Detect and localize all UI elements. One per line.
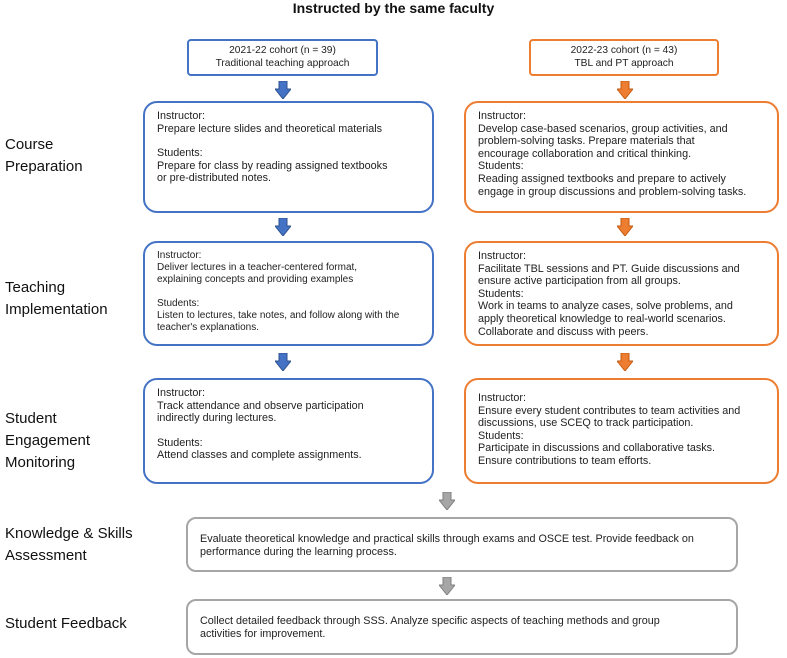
instructor-text: discussions, use SCEQ to track participa… (478, 417, 694, 430)
feedback-box: Collect detailed feedback through SSS. A… (186, 599, 738, 655)
students-text: Participate in discussions and collabora… (478, 442, 716, 455)
diagram-header: Instructed by the same faculty (292, 0, 495, 16)
students-text: or pre-distributed notes. (157, 172, 272, 185)
assessment-box: Evaluate theoretical knowledge and pract… (186, 517, 738, 572)
stage-label-student-engagement-monitoring: Student Engagement Monitoring (5, 408, 90, 474)
stage-label-line: Assessment (5, 547, 87, 564)
students-text: Reading assigned textbooks and prepare t… (478, 172, 726, 185)
students-text: Listen to lectures, take notes, and foll… (157, 310, 400, 321)
stage-label-course-preparation: Course Preparation (5, 134, 83, 178)
students-text: engage in group discussions and problem-… (478, 185, 747, 198)
stage-label-student-feedback: Student Feedback (5, 613, 127, 635)
instructor-text: problem-solving tasks. Prepare materials… (478, 135, 695, 148)
instructor-text: Develop case-based scenarios, group acti… (478, 122, 728, 135)
down-arrow-icon (617, 353, 633, 371)
down-arrow-icon (439, 577, 455, 595)
instructor-text: encourage collaboration and critical thi… (478, 147, 692, 160)
students-text: Collaborate and discuss with peers. (478, 325, 649, 338)
stage-label-line: Teaching (5, 279, 66, 296)
traditional-impl-box: Instructor: Deliver lectures in a teache… (143, 241, 434, 346)
students-text: Attend classes and complete assignments. (157, 449, 362, 462)
cohort-traditional-box: 2021-22 cohort (n = 39) Traditional teac… (187, 39, 378, 76)
instructor-heading: Instructor: (478, 110, 527, 122)
assessment-text: Evaluate theoretical knowledge and pract… (200, 533, 694, 545)
feedback-text: Collect detailed feedback through SSS. A… (200, 615, 660, 627)
instructor-text: indirectly during lectures. (157, 412, 277, 425)
stage-label-line: Implementation (5, 301, 108, 318)
down-arrow-icon (275, 353, 291, 371)
students-heading: Students: (157, 436, 203, 449)
feedback-text: activities for improvement. (200, 628, 326, 640)
instructor-heading: Instructor: (157, 110, 206, 122)
instructor-text: explaining concepts and providing exampl… (157, 274, 354, 285)
students-heading: Students: (157, 147, 203, 160)
instructor-text: Facilitate TBL sessions and PT. Guide di… (478, 262, 740, 275)
down-arrow-icon (275, 81, 291, 99)
cohort-tbl-line2: TBL and PT approach (574, 57, 674, 69)
traditional-prep-box: Instructor: Prepare lecture slides and t… (143, 101, 434, 213)
stage-label-line: Course (5, 136, 54, 153)
tbl-impl-box: Instructor: Facilitate TBL sessions and … (464, 241, 779, 346)
instructor-text: Deliver lectures in a teacher-centered f… (157, 262, 358, 273)
instructor-heading: Instructor: (478, 392, 527, 404)
assessment-text: performance during the learning process. (200, 546, 397, 558)
stage-label-line: Knowledge & Skills (5, 525, 133, 542)
tbl-prep-box: Instructor: Develop case-based scenarios… (464, 101, 779, 213)
stage-label-knowledge-skills-assessment: Knowledge & Skills Assessment (5, 523, 133, 567)
students-heading: Students: (478, 429, 524, 442)
cohort-traditional-line1: 2021-22 cohort (n = 39) (229, 45, 336, 56)
cohort-tbl-line1: 2022-23 cohort (n = 43) (570, 45, 678, 56)
traditional-monitor-box: Instructor: Track attendance and observe… (143, 378, 434, 484)
instructor-heading: Instructor: (157, 387, 206, 399)
cohort-tbl-box: 2022-23 cohort (n = 43) TBL and PT appro… (529, 39, 719, 76)
tbl-monitor-box: Instructor: Ensure every student contrib… (464, 378, 779, 484)
down-arrow-icon (439, 492, 455, 510)
instructor-text: Track attendance and observe participati… (157, 399, 364, 412)
instructor-text: Prepare lecture slides and theoretical m… (157, 122, 383, 135)
instructor-text: Ensure every student contributes to team… (478, 404, 741, 417)
stage-label-line: Student Feedback (5, 615, 127, 632)
students-text: Prepare for class by reading assigned te… (157, 159, 388, 172)
cohort-traditional-line2: Traditional teaching approach (215, 57, 350, 69)
instructor-text: ensure active participation from all gro… (478, 275, 681, 288)
stage-label-line: Engagement (5, 432, 91, 449)
students-heading: Students: (478, 160, 524, 173)
down-arrow-icon (617, 218, 633, 236)
stage-label-line: Student (5, 410, 57, 427)
students-heading: Students: (478, 287, 524, 300)
instructor-heading: Instructor: (157, 250, 202, 261)
down-arrow-icon (275, 218, 291, 236)
instructor-heading: Instructor: (478, 250, 527, 262)
students-text: apply theoretical knowledge to real-worl… (478, 312, 726, 325)
students-text: Work in teams to analyze cases, solve pr… (478, 300, 733, 313)
students-heading: Students: (157, 298, 200, 309)
stage-label-line: Monitoring (5, 454, 76, 471)
students-text: Ensure contributions to team efforts. (478, 454, 652, 467)
stage-label-line: Preparation (5, 158, 83, 175)
students-text: teacher's explanations. (157, 322, 259, 333)
down-arrow-icon (617, 81, 633, 99)
stage-label-teaching-implementation: Teaching Implementation (5, 277, 108, 321)
